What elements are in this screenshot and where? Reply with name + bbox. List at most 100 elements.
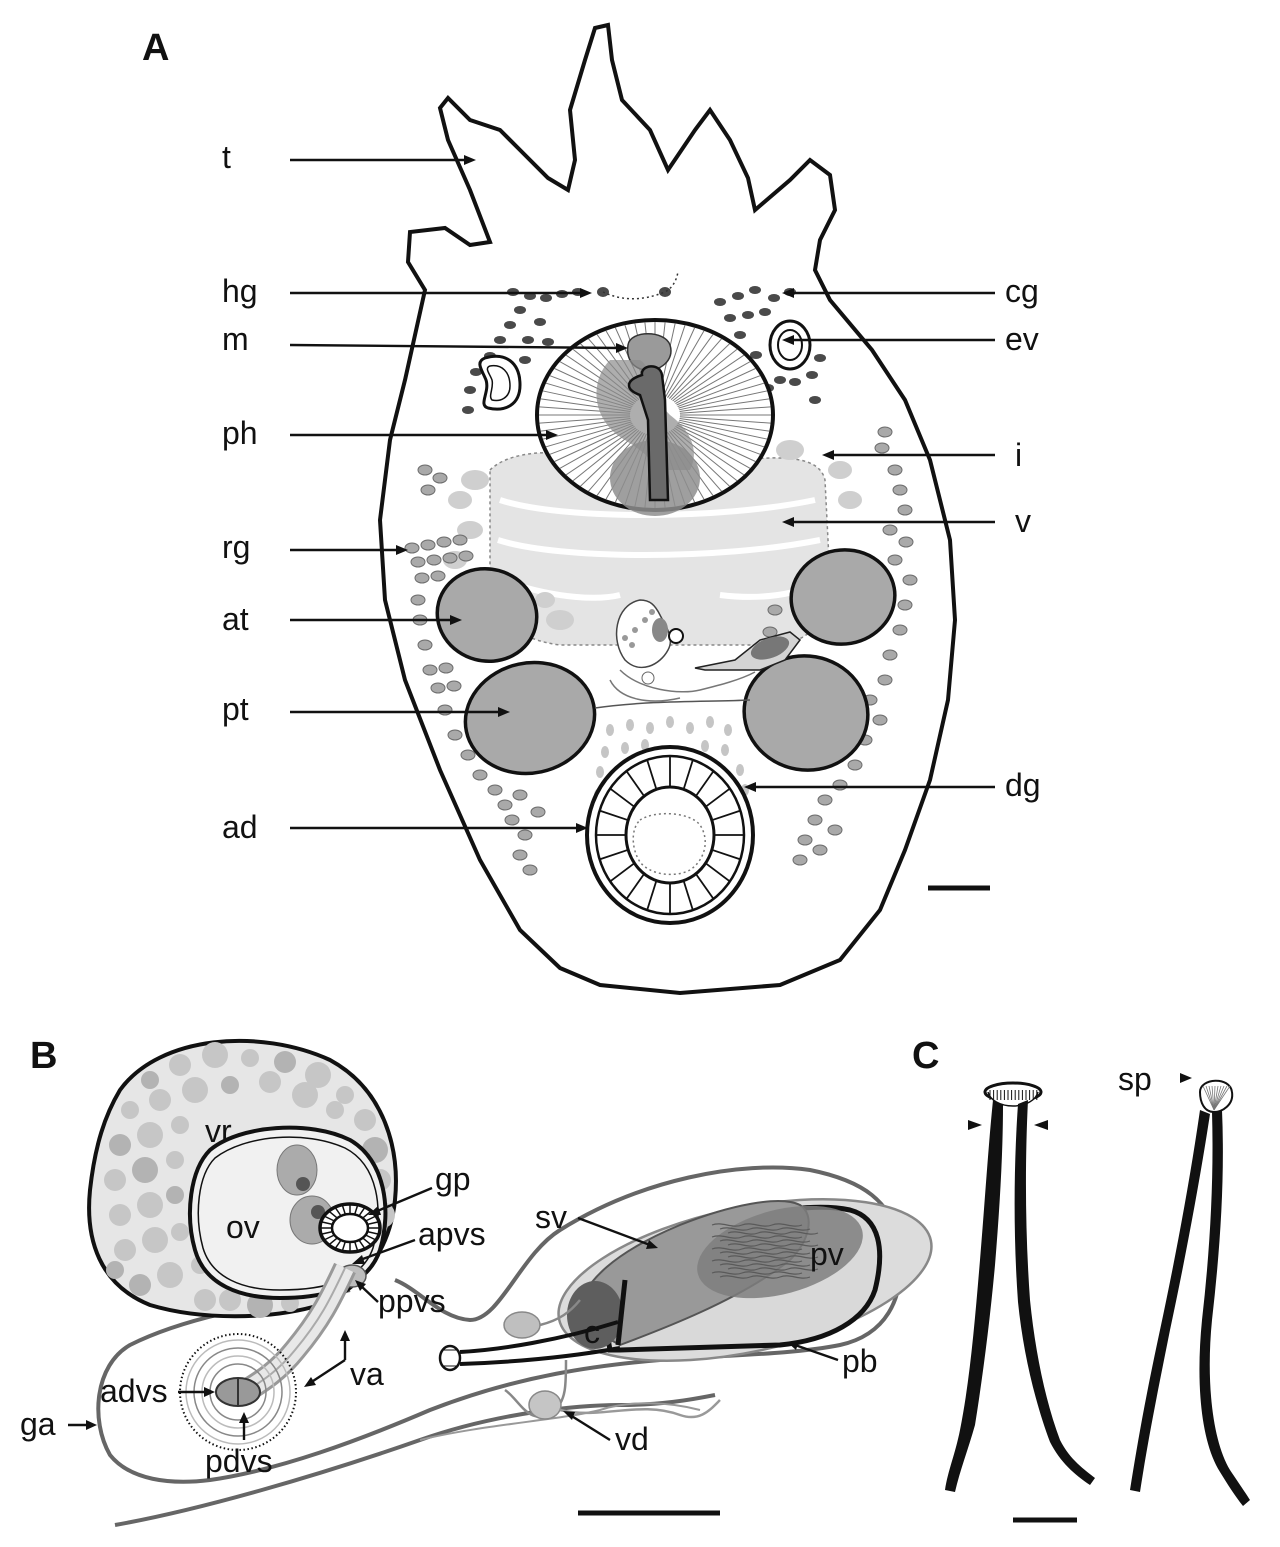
disc-septum [609,787,635,808]
vitelline-cell [106,1261,124,1279]
gonopore-ray [353,1241,359,1252]
gonopore-ray [358,1239,366,1250]
vitelline-cell [202,1042,228,1068]
label-m: m [222,321,249,357]
label-i: i [1015,437,1022,473]
anterior-testis-right [789,548,897,646]
pharynx-fiber [668,338,722,399]
vitelline-cell [354,1109,376,1131]
vitelline-cell [166,1151,184,1169]
pharynx-fiber [679,390,768,411]
label-pdvs: pdvs [205,1443,273,1479]
stylet-rim-tick [1202,1085,1215,1111]
vas-deferens-distal [559,1399,721,1419]
vitelline-cell [137,1122,163,1148]
panel-a-letter: A [142,27,169,69]
brain-commissure [602,271,679,300]
disc-septum [682,759,694,790]
gonopore-ray [341,1241,347,1252]
disc-septum [625,770,645,797]
label-rg: rg [222,529,250,565]
label-apvs: apvs [418,1216,486,1252]
vitelline-cell [129,1274,151,1296]
label-vr: vr [205,1113,232,1149]
disc-septum [705,862,731,883]
vitelline-cell [114,1239,136,1261]
disc-septum [599,809,629,822]
prostatic-granule-stroke [719,1227,811,1231]
stylet-rim-tick [1213,1085,1228,1111]
ovary [188,1125,388,1301]
pharynx-fiber [679,417,770,432]
disc-septum [695,770,715,797]
pharynx-fiber [676,424,756,462]
label-sp: sp [1118,1061,1152,1097]
gonopore-ray [367,1221,380,1226]
copulatory-apparatus-miniature [609,599,802,702]
posterior-line [594,699,751,709]
prostatic-granule-stroke [727,1243,819,1247]
prostatic-granule-stroke [711,1223,803,1227]
vitelline-cell [274,1051,296,1073]
vitelline-cell [259,1071,281,1093]
pharynx [535,318,775,516]
prostatic-granule-stroke [719,1275,811,1279]
gonopore-ray [328,1210,338,1219]
disc-septum [711,809,741,822]
eye-right [768,319,812,371]
vitelline-cell [326,1101,344,1119]
label-ov: ov [226,1209,260,1245]
pharynx-fiber [678,421,765,448]
label-hg: hg [222,273,258,309]
bulb-septum [615,1279,628,1346]
pharynx-fiber [679,398,770,413]
stylet-shaft-lower [459,1346,621,1366]
vitelline-cell [241,1049,259,1067]
vitelline-cell [137,1192,163,1218]
prostatic-granule-stroke [727,1267,819,1271]
gonopore-ray [358,1206,366,1217]
vitelline-cell [194,1289,216,1311]
prostatic-granule-stroke [711,1259,803,1263]
gonopore-ray [320,1221,333,1226]
gonopore-ray [353,1204,359,1215]
label-gp: gp [435,1161,471,1197]
vitelline-cell [171,1223,189,1241]
prostatic-granule-stroke [719,1251,811,1255]
panel-a: A [142,22,1041,996]
vitelline-cell [182,1077,208,1103]
pharynx-fiber [660,325,686,396]
prostatic-granule-stroke [711,1247,803,1251]
pharynx-fiber [673,354,745,403]
label-ev: ev [1005,321,1039,357]
stylet-tip [438,1344,462,1372]
stylet-right [1130,1073,1250,1506]
stylet-rim-tick [1213,1085,1222,1111]
vitelline-cell [171,1116,189,1134]
adhesive-disc [585,745,755,925]
pharynx-fiber [678,382,765,409]
disc-septum [599,848,629,861]
disc-septum [682,880,694,911]
stylet-rim-tick [1208,1085,1215,1111]
label-at: at [222,601,249,637]
vitelline-cell [132,1157,158,1183]
disc-septum [609,862,635,883]
vitelline-cell [141,1071,159,1089]
pharynx-fiber [672,348,738,402]
panel-c-letter: C [912,1035,939,1077]
vitelline-cell [166,1186,184,1204]
label-pt: pt [222,691,249,727]
prostatic-granule-stroke [727,1255,819,1259]
stylet-shaft-upper [459,1320,619,1354]
prostatic-granule-stroke [711,1271,803,1275]
rhabdite-gland-cells-right [762,426,918,866]
label-pb: pb [842,1343,878,1379]
disc-septum [705,787,731,808]
pharynx-fiber [670,343,730,401]
pharynx-fiber [679,406,771,414]
gonopore-ray [362,1210,372,1219]
vitelline-cell [142,1227,168,1253]
gonopore-ray [323,1234,335,1241]
vitellaria [443,440,862,630]
